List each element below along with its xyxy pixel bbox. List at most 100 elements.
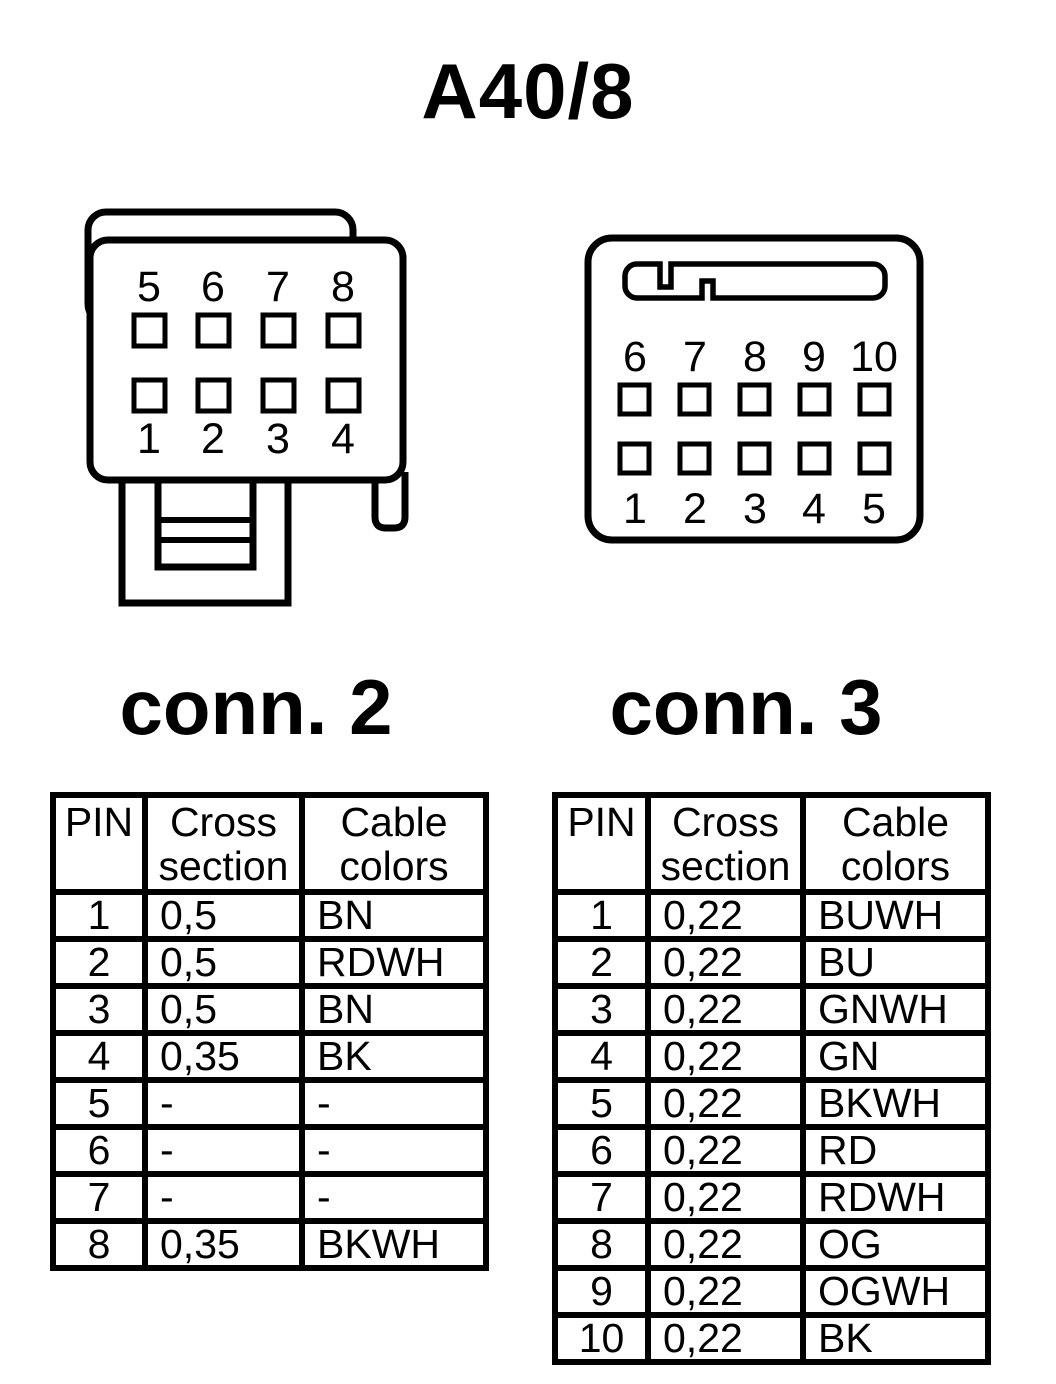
conn2-pin4-square [325, 377, 362, 414]
conn2-pin2-square [195, 377, 232, 414]
pin-cell: 6 [552, 1123, 651, 1177]
cable-color-cell: RD [800, 1123, 991, 1177]
conn2-pin-label: 8 [331, 263, 355, 311]
cross-section-cell: 0,22 [645, 1311, 806, 1365]
conn3-pin-label: 3 [743, 485, 767, 533]
conn2-pin3-square [260, 377, 297, 414]
conn3-pin4-square [797, 441, 832, 476]
conn2-pin-label: 4 [331, 415, 355, 463]
conn3-pin-label: 10 [850, 333, 898, 381]
cross-section-cell: 0,22 [645, 1170, 806, 1224]
conn2-section-label: conn. 2 [119, 663, 393, 751]
page-title: A40/8 [421, 47, 635, 135]
conn3-pin-label: 1 [623, 485, 647, 533]
pin-cell: 7 [50, 1170, 148, 1224]
cross-section-cell: 0,22 [645, 1029, 806, 1083]
conn3-pin6-square [617, 382, 652, 417]
cable-color-cell: BKWH [299, 1217, 489, 1271]
pin-cell: 9 [552, 1264, 651, 1318]
pin-cell: 2 [50, 935, 148, 989]
cross-section-cell: 0,22 [645, 1264, 806, 1318]
conn3-pin8-square [737, 382, 772, 417]
cable-color-cell: BK [800, 1311, 991, 1365]
cross-section-cell: 0,35 [142, 1029, 305, 1083]
conn3-pin3-square [737, 441, 772, 476]
cable-color-cell: BN [299, 982, 489, 1036]
conn3-pin-label: 5 [862, 485, 886, 533]
cross-column-header: Cross section [645, 792, 806, 895]
pin-cell: 1 [552, 888, 651, 942]
conn3-pin5-square [857, 441, 892, 476]
table-header-row: PIN Cross section Cable colors [552, 792, 991, 895]
cross-section-cell: 0,22 [645, 935, 806, 989]
cross-section-cell: 0,22 [645, 1123, 806, 1177]
cross-section-cell: - [142, 1123, 305, 1177]
conn3-pin-label: 7 [683, 333, 707, 381]
conn2-pin-label: 2 [201, 415, 225, 463]
conn3-section-label: conn. 3 [609, 663, 883, 751]
cable-color-cell: BN [299, 888, 489, 942]
conn2-lock-tab-outer [118, 478, 292, 607]
pin-cell: 2 [552, 935, 651, 989]
pin-cell: 7 [552, 1170, 651, 1224]
table-row: 5-- [50, 1076, 489, 1130]
cable-color-cell: BU [800, 935, 991, 989]
conn2-housing-body [86, 236, 407, 484]
conn3-pin7-square [677, 382, 712, 417]
conn2-pin-label: 1 [137, 415, 161, 463]
cable-column-header: Cable colors [800, 792, 991, 895]
cable-color-cell: - [299, 1170, 489, 1224]
conn3-pin-label: 2 [683, 485, 707, 533]
pin-cell: 4 [552, 1029, 651, 1083]
conn3-pin9-square [797, 382, 832, 417]
cable-color-cell: OGWH [800, 1264, 991, 1318]
pin-cell: 8 [50, 1217, 148, 1271]
cross-section-cell: 0,35 [142, 1217, 305, 1271]
pin-cell: 10 [552, 1311, 651, 1365]
conn3-pin2-square [677, 441, 712, 476]
cable-color-cell: BUWH [800, 888, 991, 942]
cable-color-cell: - [299, 1076, 489, 1130]
pin-cell: 5 [552, 1076, 651, 1130]
conn2-pin1-square [131, 377, 168, 414]
pin-cell: 5 [50, 1076, 148, 1130]
conn2-pin5-square [131, 312, 168, 349]
conn2-pin-label: 5 [137, 263, 161, 311]
conn2-pin-label: 6 [201, 263, 225, 311]
conn2-pin7-square [260, 312, 297, 349]
cable-color-cell: OG [800, 1217, 991, 1271]
cross-section-cell: 0,22 [645, 1217, 806, 1271]
cross-section-cell: 0,5 [142, 935, 305, 989]
conn3-pin-label: 4 [802, 485, 826, 533]
cross-section-cell: - [142, 1076, 305, 1130]
cable-column-header: Cable colors [299, 792, 489, 895]
pin-cell: 1 [50, 888, 148, 942]
conn3-pin-label: 9 [802, 333, 826, 381]
cable-color-cell: RDWH [800, 1170, 991, 1224]
pin-cell: 3 [50, 982, 148, 1036]
cross-section-cell: - [142, 1170, 305, 1224]
conn3-pin10-square [857, 382, 892, 417]
cross-section-cell: 0,22 [645, 982, 806, 1036]
cable-color-cell: BK [299, 1029, 489, 1083]
conn2-pin8-square [325, 312, 362, 349]
conn3-pin-label: 8 [743, 333, 767, 381]
cross-column-header: Cross section [142, 792, 305, 895]
pin-cell: 8 [552, 1217, 651, 1271]
cable-color-cell: GN [800, 1029, 991, 1083]
cable-color-cell: RDWH [299, 935, 489, 989]
